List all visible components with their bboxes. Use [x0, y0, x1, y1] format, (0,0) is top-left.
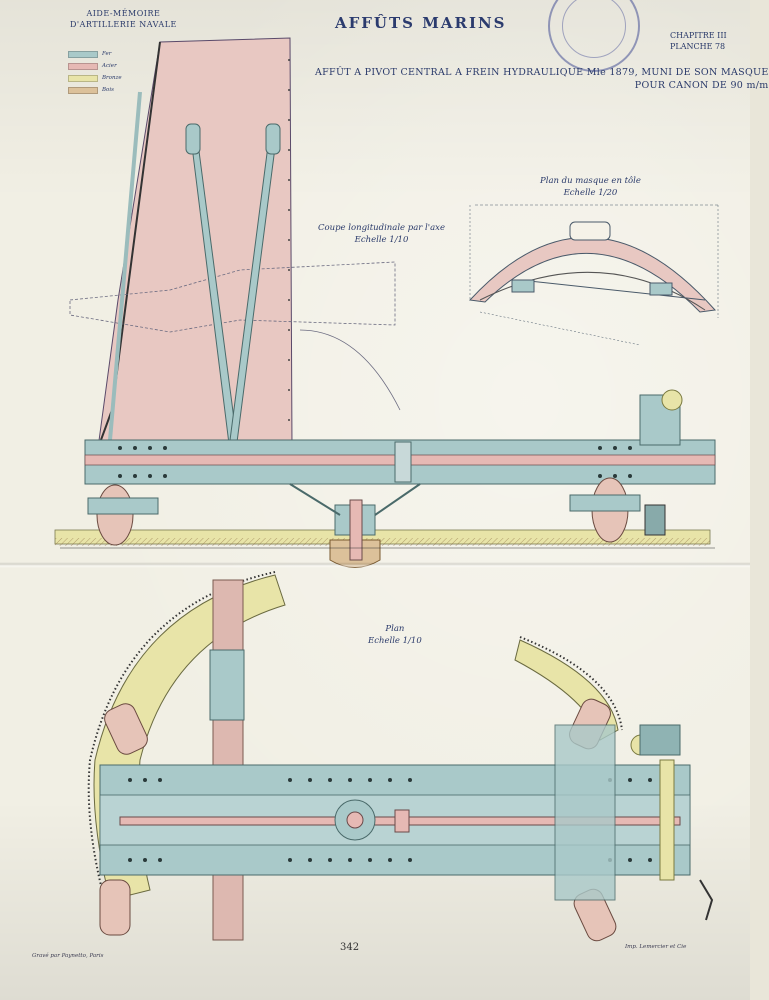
legend-swatch-wood: [68, 86, 98, 94]
training-gear-side: [639, 389, 683, 536]
legend-swatch-iron: [68, 50, 98, 58]
section-scale: Echelle 1/10: [354, 235, 409, 245]
series-line-1: AIDE-MÉMOIRE: [86, 9, 161, 18]
plate-subtitle: AFFÛT A PIVOT CENTRAL A FREIN HYDRAULIQU…: [315, 66, 769, 92]
paper-fold: [0, 562, 750, 568]
legend-label: Acier: [102, 63, 117, 69]
plate-number: PLANCHE 78: [670, 42, 726, 51]
legend-swatch-bronze: [68, 74, 98, 82]
engraver-credit: Gravé par Paynetto, Paris: [32, 953, 104, 959]
page-number: 342: [340, 942, 360, 953]
central-pivot: [289, 483, 421, 561]
legend-label: Bronze: [102, 75, 122, 81]
subtitle-line-1: AFFÛT A PIVOT CENTRAL A FREIN HYDRAULIQU…: [315, 67, 769, 78]
legend-swatch-steel: [68, 62, 98, 70]
legend-item-iron: Fer: [68, 48, 122, 60]
plate-reference: CHAPITRE III PLANCHE 78: [670, 30, 727, 52]
mask-scale: Echelle 1/20: [563, 188, 618, 198]
plan-title: Plan: [385, 624, 405, 634]
trail-beam: [212, 579, 244, 941]
legend-label: Fer: [102, 51, 112, 57]
legend-label: Bois: [102, 87, 114, 93]
section-title: Coupe longitudinale par l'axe: [318, 223, 446, 233]
mask-caption: Plan du masque en tôle Echelle 1/20: [540, 175, 641, 199]
chapter-label: CHAPITRE III: [670, 31, 727, 40]
shield-struts: [108, 91, 281, 453]
plan-pivot: [334, 799, 376, 841]
frame-rivets: [118, 446, 632, 478]
legend-item-wood: Bois: [68, 84, 122, 96]
mask-plan: [468, 204, 719, 346]
plate-title: AFFÛTS MARINS: [335, 14, 507, 32]
legend-item-steel: Acier: [68, 60, 122, 72]
plan-scale: Echelle 1/10: [368, 636, 422, 646]
subtitle-line-2: POUR CANON DE 90 m/m: [634, 80, 769, 91]
plan-caption: Plan Echelle 1/10: [368, 623, 422, 647]
series-line-2: D'ARTILLERIE NAVALE: [70, 20, 177, 29]
mask-title: Plan du masque en tôle: [540, 176, 641, 186]
technical-drawing: [54, 37, 719, 942]
training-gear-plan: [554, 724, 714, 921]
section-caption: Coupe longitudinale par l'axe Echelle 1/…: [318, 222, 445, 246]
series-heading: AIDE-MÉMOIRE D'ARTILLERIE NAVALE: [70, 8, 177, 30]
gun-outline: [69, 261, 396, 333]
shield-rivets: [288, 59, 290, 421]
legend-item-bronze: Bronze: [68, 72, 122, 84]
printer-credit: Imp. Lemercier et Cie: [625, 944, 687, 950]
material-legend: Fer Acier Bronze Bois: [68, 48, 122, 96]
